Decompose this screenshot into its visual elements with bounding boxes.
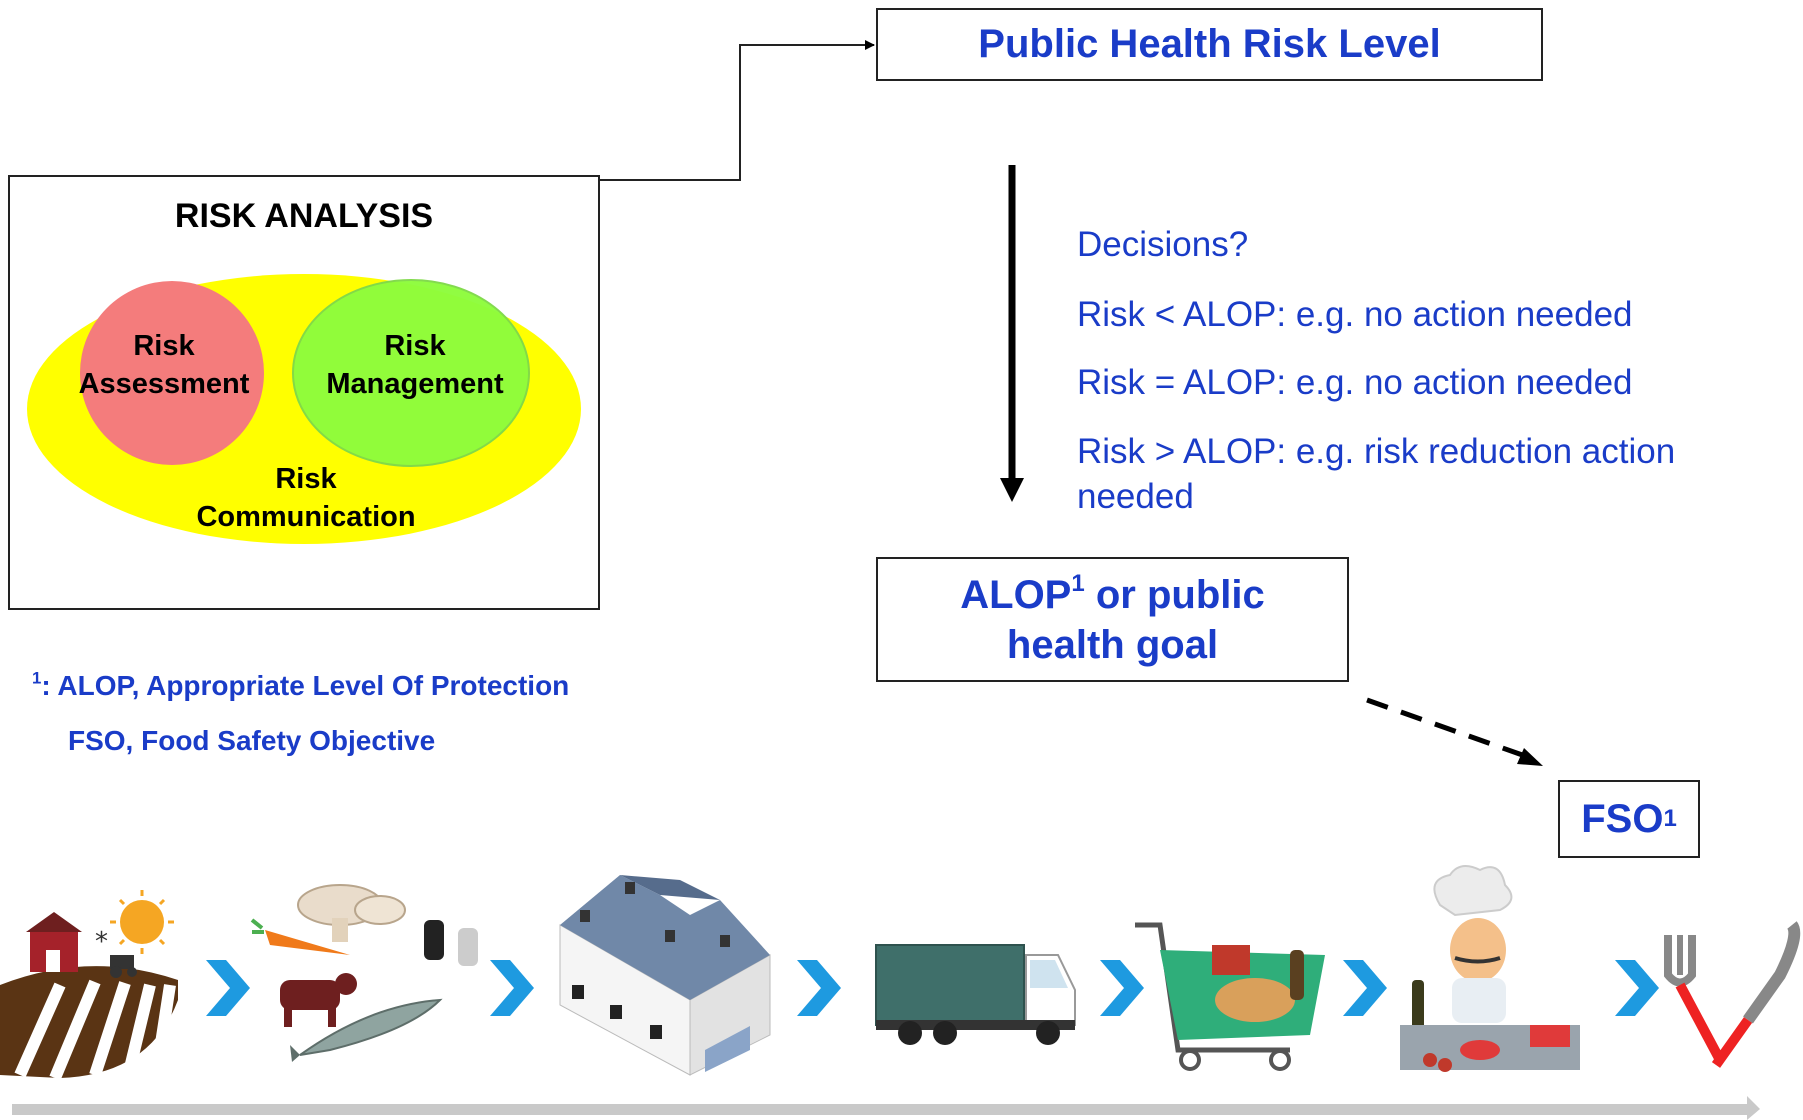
chevron-right-icon xyxy=(1100,960,1144,1016)
alop-health-goal: health goal xyxy=(1006,622,1219,667)
footnote: 1: ALOP, Appropriate Level Of Protection… xyxy=(32,658,569,768)
alop-box: ALOP1 or public health goal xyxy=(876,557,1349,682)
raw-ingredients-icon xyxy=(250,884,478,1062)
chevron-right-icon xyxy=(490,960,534,1016)
farm-icon: * xyxy=(0,890,178,1081)
chevron-icons xyxy=(206,960,1659,1016)
alop-footnote-marker: 1 xyxy=(1071,569,1085,597)
decision-risk-greater: Risk > ALOP: e.g. risk reduction action xyxy=(1077,432,1676,471)
fso-label: FSO xyxy=(1581,796,1664,841)
venn-diagram xyxy=(27,274,581,544)
footnote-marker: 1 xyxy=(32,668,42,688)
risk-assessment-label: Risk Assessment xyxy=(78,330,250,400)
public-health-risk-level-label: Public Health Risk Level xyxy=(978,22,1441,66)
risk-analysis-box: RISK ANALYSIS Risk Assessment Risk Manag… xyxy=(8,175,600,610)
down-arrow xyxy=(1000,165,1024,502)
alop-label: ALOP xyxy=(960,572,1072,617)
truck-icon xyxy=(875,944,1076,1045)
risk-analysis-title: RISK ANALYSIS xyxy=(174,197,434,235)
footnote-fso: FSO, Food Safety Objective xyxy=(68,725,436,756)
timeline-arrow xyxy=(12,1096,1760,1120)
chevron-right-icon xyxy=(206,960,250,1016)
chevron-right-icon xyxy=(797,960,841,1016)
public-health-risk-level-box: Public Health Risk Level xyxy=(876,8,1543,81)
chef-icon xyxy=(1400,865,1580,1072)
risk-communication-label: Risk Communication xyxy=(196,463,416,533)
connector-line xyxy=(600,40,875,181)
footnote-alop: : ALOP, Appropriate Level Of Protection xyxy=(41,670,570,701)
decision-risk-greater-cont: needed xyxy=(1077,477,1194,516)
svg-text:*: * xyxy=(95,927,108,957)
chevron-right-icon xyxy=(1343,960,1387,1016)
factory-icon xyxy=(559,875,771,1076)
alop-or-public: or public xyxy=(1084,572,1265,617)
decision-risk-less: Risk < ALOP: e.g. no action needed xyxy=(1077,295,1633,334)
risk-management-circle xyxy=(292,279,530,467)
chevron-right-icon xyxy=(1615,960,1659,1016)
dashed-arrow xyxy=(1366,697,1543,766)
risk-management-label: Risk Management xyxy=(326,330,504,400)
risk-assessment-circle xyxy=(80,281,264,465)
decision-risk-equal: Risk = ALOP: e.g. no action needed xyxy=(1077,363,1633,402)
decisions-heading: Decisions? xyxy=(1077,225,1249,264)
fork-knife-icon xyxy=(1664,921,1801,1068)
shopping-cart-icon xyxy=(1135,922,1325,1071)
